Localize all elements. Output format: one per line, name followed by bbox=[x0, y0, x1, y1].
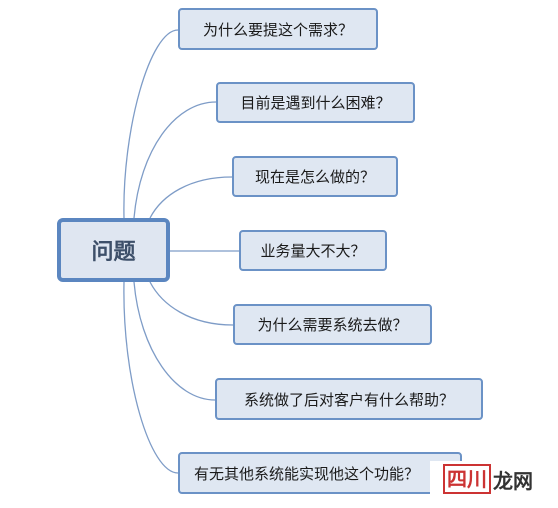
question-label: 为什么需要系统去做？ bbox=[257, 316, 408, 334]
question-node-business-volume[interactable]: 业务量大不大？ bbox=[239, 230, 387, 271]
watermark-logo: 四川 龙网 bbox=[430, 461, 546, 497]
connector-q2 bbox=[133, 101, 217, 219]
question-label: 现在是怎么做的？ bbox=[254, 168, 375, 186]
question-node-customer-benefit[interactable]: 系统做了后对客户有什么帮助？ bbox=[215, 378, 483, 420]
question-label: 有无其他系统能实现他这个功能？ bbox=[194, 464, 420, 483]
question-node-current-process[interactable]: 现在是怎么做的？ bbox=[232, 156, 398, 197]
question-label: 业务量大不大？ bbox=[260, 242, 366, 260]
question-label: 为什么要提这个需求？ bbox=[202, 20, 353, 39]
watermark-text: 龙网 bbox=[493, 468, 533, 493]
question-label: 目前是遇到什么困难？ bbox=[240, 94, 391, 112]
connector-q1 bbox=[123, 29, 179, 219]
question-node-current-difficulty[interactable]: 目前是遇到什么困难？ bbox=[216, 82, 415, 123]
question-node-alternative-systems[interactable]: 有无其他系统能实现他这个功能？ bbox=[178, 452, 462, 494]
connector-q3 bbox=[149, 176, 233, 219]
root-topic-label: 问题 bbox=[91, 240, 136, 265]
connector-q7 bbox=[123, 281, 179, 474]
connector-q6 bbox=[133, 281, 216, 401]
connector-q5 bbox=[149, 281, 234, 326]
question-node-why-system[interactable]: 为什么需要系统去做？ bbox=[233, 304, 432, 345]
root-topic-node[interactable]: 问题 bbox=[57, 218, 170, 282]
watermark-boxed-text: 四川 bbox=[443, 464, 491, 494]
question-label: 系统做了后对客户有什么帮助？ bbox=[243, 390, 454, 409]
question-node-why-requirement[interactable]: 为什么要提这个需求？ bbox=[178, 8, 378, 50]
